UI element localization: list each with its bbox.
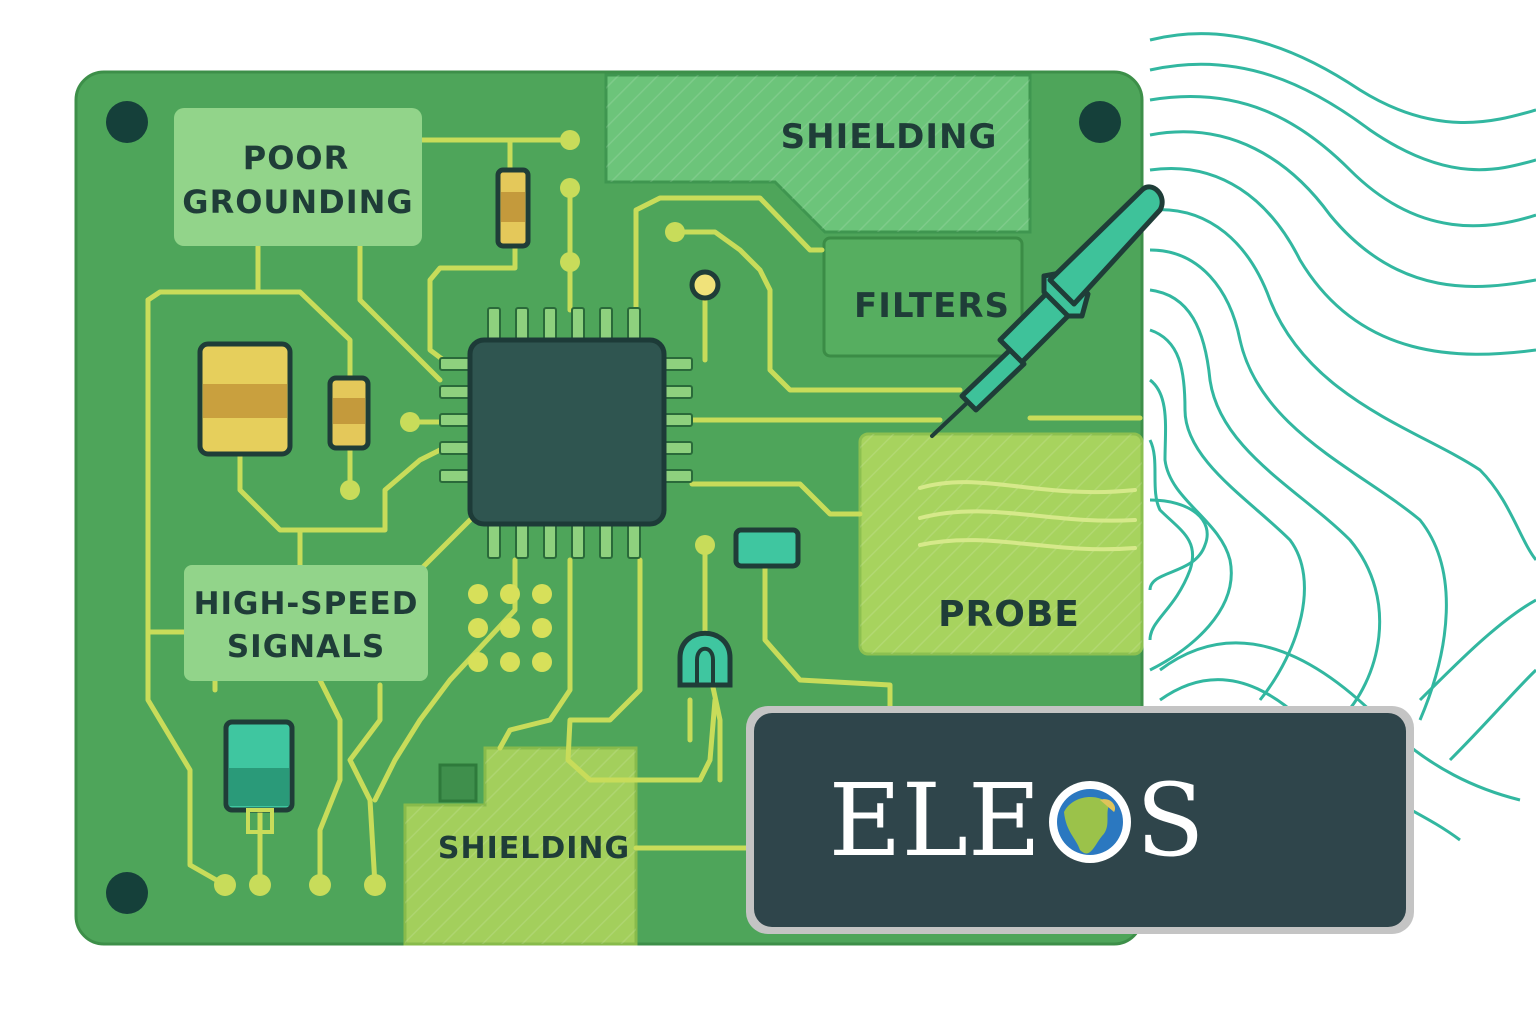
probe-signal-waves <box>918 480 1137 552</box>
microchip <box>467 337 667 527</box>
trace-pads <box>214 130 715 896</box>
label-high-speed: HIGH-SPEED <box>194 586 419 622</box>
high-speed-label-box <box>184 565 428 681</box>
label-shielding-top: SHIELDING <box>781 117 998 157</box>
bga-pad-grid <box>468 584 552 672</box>
globe-icon <box>1049 781 1131 863</box>
label-poor: POOR <box>243 139 350 177</box>
mounting-hole-icon <box>1079 101 1121 143</box>
circuit-traces <box>145 137 1143 888</box>
brand-name-right: S <box>1136 762 1205 879</box>
label-filters: FILTERS <box>854 286 1010 326</box>
mounting-holes <box>106 101 1121 914</box>
filters-plate <box>822 236 1024 358</box>
resistor-top <box>495 167 531 249</box>
test-point-icon <box>689 269 721 301</box>
mounting-hole-icon <box>106 872 148 914</box>
mounting-hole-icon <box>106 101 148 143</box>
eleos-logo-badge: ELE S <box>746 706 1414 934</box>
label-probe: PROBE <box>938 594 1080 635</box>
label-shielding-bottom: SHIELDING <box>438 831 630 866</box>
probe-tool-icon <box>930 184 1165 438</box>
label-grounding: GROUNDING <box>182 183 413 221</box>
shield-corner-pad <box>438 763 478 803</box>
label-signals: SIGNALS <box>227 629 385 665</box>
teal-component <box>223 719 295 834</box>
large-capacitor <box>197 341 293 457</box>
brand-name-left: ELE <box>829 762 1041 879</box>
led-icon <box>677 630 733 688</box>
teal-smd-pad <box>733 527 801 569</box>
resistor-left <box>327 375 371 451</box>
poor-grounding-label-box <box>174 108 422 246</box>
